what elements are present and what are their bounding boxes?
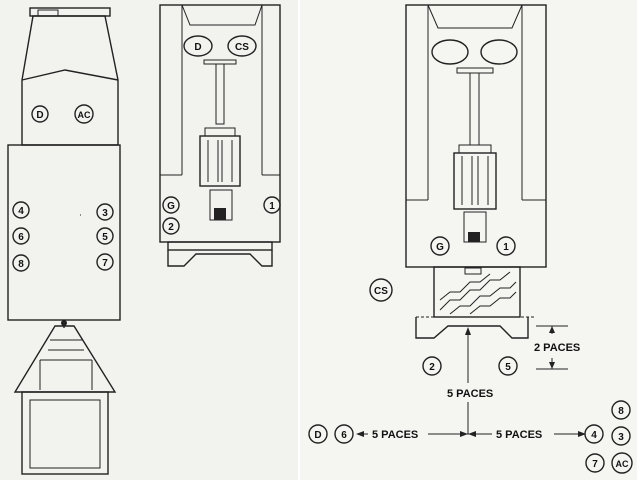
front-collar	[204, 127, 236, 137]
label-3-main: 3	[618, 432, 624, 443]
nose-section	[21, 15, 119, 146]
right-diagram: G 1 CS 2 PACES 5 PACES 2 5 D 6	[308, 4, 633, 474]
label-2-front: 2	[168, 222, 174, 233]
marker-cs-main: CS	[369, 278, 393, 302]
tail-box-inner	[29, 399, 101, 469]
cockpit-window	[37, 9, 59, 17]
marker-1-main: 1	[496, 236, 516, 256]
main-eye-left	[431, 39, 469, 65]
front-brow	[181, 4, 263, 26]
main-strut	[469, 72, 480, 146]
label-cs-main: CS	[374, 286, 388, 297]
tail-braces	[48, 339, 84, 351]
marker-d-main: D	[308, 424, 328, 444]
label-d-front: D	[194, 42, 201, 53]
front-crossbar	[203, 59, 237, 65]
label-ac-main: AC	[616, 459, 629, 469]
marker-3-left: 3	[96, 203, 114, 221]
marker-8-left: 8	[12, 254, 30, 272]
two-paces-arrow-up	[549, 326, 555, 333]
label-4-left: 4	[18, 206, 24, 217]
label-ac-left: AC	[78, 110, 91, 120]
two-paces-arrow-down	[549, 362, 555, 369]
front-base-top	[167, 241, 273, 251]
tail-box-outer	[21, 391, 109, 475]
marker-2-front: 2	[162, 217, 180, 235]
five-paces-right-arrow	[578, 431, 586, 437]
five-paces-left-label: 5 PACES	[372, 429, 418, 441]
label-6-left: 6	[18, 232, 24, 243]
main-gear-block	[468, 232, 480, 242]
two-paces-label: 2 PACES	[534, 342, 580, 354]
front-eye-right	[227, 35, 257, 57]
label-g-front: G	[167, 201, 175, 212]
label-7-main: 7	[592, 459, 598, 470]
front-base-legs	[167, 250, 273, 267]
cockpit-top	[29, 7, 111, 17]
marker-1-front: 1	[263, 196, 281, 214]
label-1-front: 1	[269, 201, 275, 212]
label-7-left: 7	[102, 258, 108, 269]
label-3-left: 3	[102, 208, 108, 219]
label-cs-front: CS	[235, 42, 249, 53]
ramp-hatching	[439, 271, 517, 315]
five-paces-center-arrow-r	[468, 431, 476, 437]
tail-pivot	[61, 320, 67, 326]
left-panel: D AC 4 3 6 5 8 7 D CS	[0, 0, 298, 480]
marker-4-main: 4	[584, 424, 604, 444]
front-housing-ribs	[207, 140, 233, 182]
label-d-main: D	[314, 430, 321, 441]
five-paces-center-arrow-l	[460, 431, 468, 437]
label-d-left: D	[36, 110, 43, 121]
front-eye-left	[183, 35, 213, 57]
base-legs	[415, 317, 529, 339]
main-eye-right	[480, 39, 518, 65]
marker-7-left: 7	[96, 253, 114, 271]
marker-6-left: 6	[12, 227, 30, 245]
main-body	[405, 4, 547, 268]
five-paces-right-label: 5 PACES	[496, 429, 542, 441]
left-diagram: D AC 4 3 6 5 8 7 D CS	[7, 4, 281, 475]
five-paces-v-arrow-up	[465, 327, 471, 335]
marker-d-left: D	[31, 105, 49, 123]
marker-2-main: 2	[422, 356, 442, 376]
marker-g-front: G	[162, 196, 180, 214]
ramp-top-block	[464, 267, 482, 275]
main-collar	[458, 144, 492, 154]
marker-g-main: G	[430, 236, 450, 256]
main-housing-ribs	[461, 156, 489, 205]
nose-ridge	[21, 69, 119, 81]
marker-6-main: 6	[334, 424, 354, 444]
right-panel: G 1 CS 2 PACES 5 PACES 2 5 D 6	[300, 0, 637, 480]
five-paces-v-label: 5 PACES	[447, 388, 493, 400]
marker-7-main: 7	[585, 453, 605, 473]
marker-5-main: 5	[498, 356, 518, 376]
label-2-main: 2	[429, 362, 435, 373]
front-housing	[199, 135, 241, 187]
marker-4-left: 4	[12, 201, 30, 219]
marker-5-left: 5	[96, 227, 114, 245]
marker-ac-main: AC	[611, 452, 633, 474]
label-5-left: 5	[102, 232, 108, 243]
main-brow	[427, 4, 523, 29]
tail-inner	[39, 359, 93, 390]
tail-cone	[13, 325, 117, 393]
label-5-main: 5	[505, 362, 511, 373]
marker-3-main: 3	[611, 426, 631, 446]
front-strut	[215, 63, 225, 125]
front-gear-block	[214, 208, 226, 220]
marker-ac-left: AC	[74, 104, 94, 124]
marker-8-main: 8	[611, 400, 631, 420]
main-crossbar	[456, 67, 494, 74]
main-housing	[453, 152, 497, 210]
label-6-main: 6	[341, 430, 347, 441]
label-4-main: 4	[591, 430, 597, 441]
label-1-main: 1	[503, 242, 509, 253]
label-8-main: 8	[618, 406, 624, 417]
label-g-main: G	[436, 242, 444, 253]
label-8-left: 8	[18, 259, 24, 270]
